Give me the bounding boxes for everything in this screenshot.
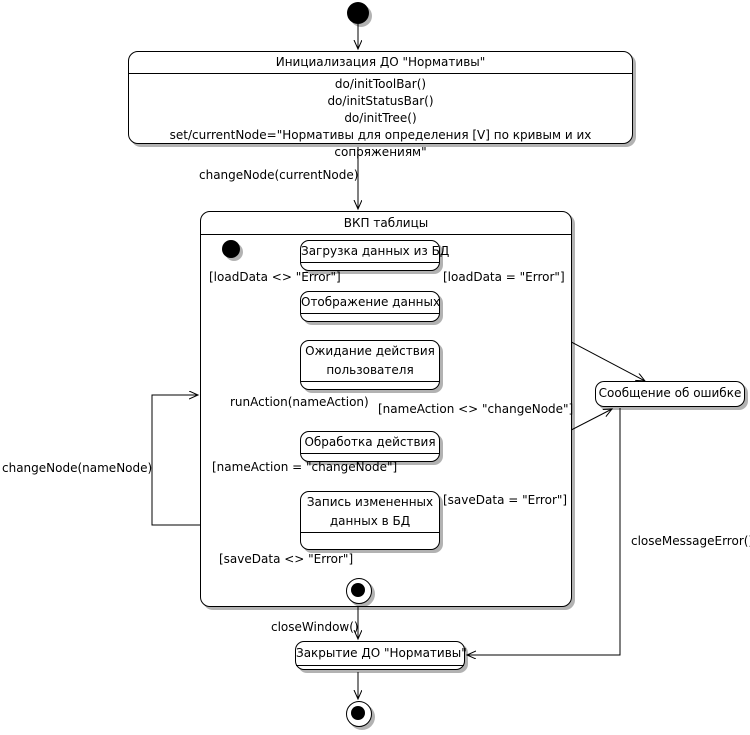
label-save-data-ok: [saveData <> "Error"]	[219, 552, 354, 566]
state-process-action-divider	[301, 453, 439, 454]
state-load-data-title: Загрузка данных из БД	[301, 244, 450, 258]
state-initialization-actions: do/initToolBar() do/initStatusBar() do/i…	[129, 73, 632, 161]
state-display-data-divider	[301, 313, 439, 314]
action-init-toolbar: do/initToolBar()	[334, 77, 427, 91]
label-change-node-name: changeNode(nameNode)	[2, 461, 153, 475]
state-close-document-title: Закрытие ДО "Нормативы"	[296, 646, 467, 660]
state-wait-user-action-title: Ожидание действия	[305, 344, 435, 358]
label-name-action-not-change: [nameAction <> "changeNode"]	[378, 402, 574, 416]
state-display-data[interactable]: Отображение данных	[300, 291, 440, 322]
state-wait-user-action-title-line2: пользователя	[326, 363, 414, 377]
state-wait-user-action-body	[301, 382, 439, 391]
state-process-action[interactable]: Обработка действия	[300, 431, 440, 462]
label-close-window: closeWindow()	[271, 620, 359, 634]
final-state-bottom	[346, 701, 372, 727]
label-load-data-ok: [loadData <> "Error"]	[209, 270, 341, 284]
state-wait-user-action-divider	[301, 381, 439, 382]
state-save-data-title: Запись измененных	[306, 495, 434, 509]
initial-pseudostate-inner	[222, 240, 240, 258]
final-state-bottom-dot	[351, 706, 365, 720]
state-error-message-title: Сообщение об ошибке	[598, 386, 742, 400]
state-close-document-divider	[296, 665, 464, 666]
label-name-action-change: [nameAction = "changeNode"]	[212, 460, 398, 474]
action-init-tree: do/initTree()	[344, 111, 417, 125]
state-display-data-body	[301, 314, 439, 323]
state-process-action-title: Обработка действия	[304, 435, 436, 449]
state-close-document-body	[296, 666, 464, 671]
edge-changenode-loop	[151, 395, 200, 526]
state-save-data[interactable]: Запись измененных данных в БД	[300, 491, 440, 550]
state-composite-divider	[201, 234, 571, 235]
state-initialization[interactable]: Инициализация ДО "Нормативы" do/initTool…	[128, 51, 633, 159]
action-init-statusbar: do/initStatusBar()	[327, 94, 434, 108]
state-display-data-title: Отображение данных	[301, 295, 441, 309]
label-load-data-error: [loadData = "Error"]	[443, 270, 565, 284]
initial-pseudostate-top	[347, 2, 369, 24]
label-close-message-error: closeMessageError()	[631, 534, 750, 548]
state-save-data-title-line2: данных в БД	[329, 514, 411, 528]
state-load-data[interactable]: Загрузка данных из БД	[300, 240, 450, 271]
label-change-node-current: changeNode(currentNode)	[199, 168, 359, 182]
action-set-currentnode: set/currentNode="Нормативы для определен…	[169, 128, 592, 159]
state-composite-table-title: ВКП таблицы	[343, 216, 429, 230]
state-initialization-title: Инициализация ДО "Нормативы"	[275, 55, 486, 69]
state-wait-user-action[interactable]: Ожидание действия пользователя	[300, 340, 440, 390]
state-load-data-divider	[301, 262, 439, 263]
state-close-document[interactable]: Закрытие ДО "Нормативы"	[295, 641, 467, 671]
final-state-inner	[346, 578, 372, 604]
label-run-action: runAction(nameAction)	[230, 395, 369, 409]
state-error-message[interactable]: Сообщение об ошибке	[595, 381, 745, 407]
final-state-inner-dot	[351, 583, 365, 597]
state-save-data-divider	[301, 532, 439, 533]
label-save-data-error: [saveData = "Error"]	[443, 493, 568, 507]
state-save-data-body	[301, 533, 439, 542]
